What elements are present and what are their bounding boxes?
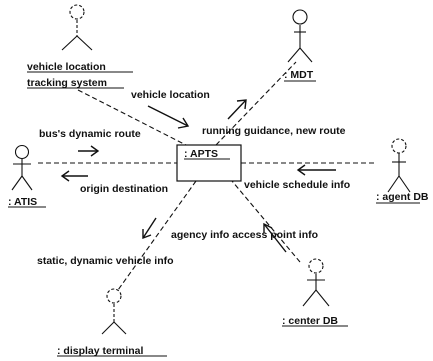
actor-display-terminal (101, 288, 127, 335)
arrow-origin-destination (60, 170, 88, 182)
actor-agent-db (387, 138, 411, 193)
display-terminal-label: : display terminal (57, 345, 143, 357)
msg-running-guidance: running guidance, new route (202, 125, 346, 137)
msg-bus-route: bus's dynamic route (39, 128, 141, 140)
link-tracking-apts (77, 89, 187, 146)
msg-static-dynamic: static, dynamic vehicle info (37, 255, 174, 267)
apts-object (176, 144, 242, 182)
center-db-label: : center DB (282, 315, 338, 327)
vehicle-tracking-label-line1: vehicle location (27, 61, 106, 73)
msg-vehicle-schedule: vehicle schedule info (244, 179, 350, 191)
msg-agency-info: agency info access point info (171, 229, 318, 241)
actor-center-db (302, 258, 330, 307)
arrow-vehicle-schedule (296, 164, 336, 176)
agent-db-label: : agent DB (376, 191, 429, 203)
vehicle-tracking-label-line2: tracking system (27, 77, 107, 89)
msg-vehicle-location: vehicle location (131, 89, 210, 101)
atis-label: : ATIS (8, 196, 37, 208)
arrow-running-guidance (227, 99, 247, 120)
actor-vehicle-tracking (61, 4, 93, 51)
link-apts-mdt (215, 61, 297, 146)
arrow-static-dynamic (142, 217, 157, 240)
link-centerdb-apts (231, 180, 301, 263)
mdt-label: : MDT (284, 69, 314, 81)
arrow-agency-info (263, 222, 287, 253)
actor-mdt (287, 9, 313, 63)
msg-origin-destination: origin destination (80, 183, 168, 195)
arrow-vehicle-location (147, 105, 190, 129)
arrow-bus-route (78, 145, 100, 157)
actor-atis (11, 144, 33, 191)
link-apts-display (117, 180, 197, 291)
apts-label: : APTS (184, 148, 218, 160)
